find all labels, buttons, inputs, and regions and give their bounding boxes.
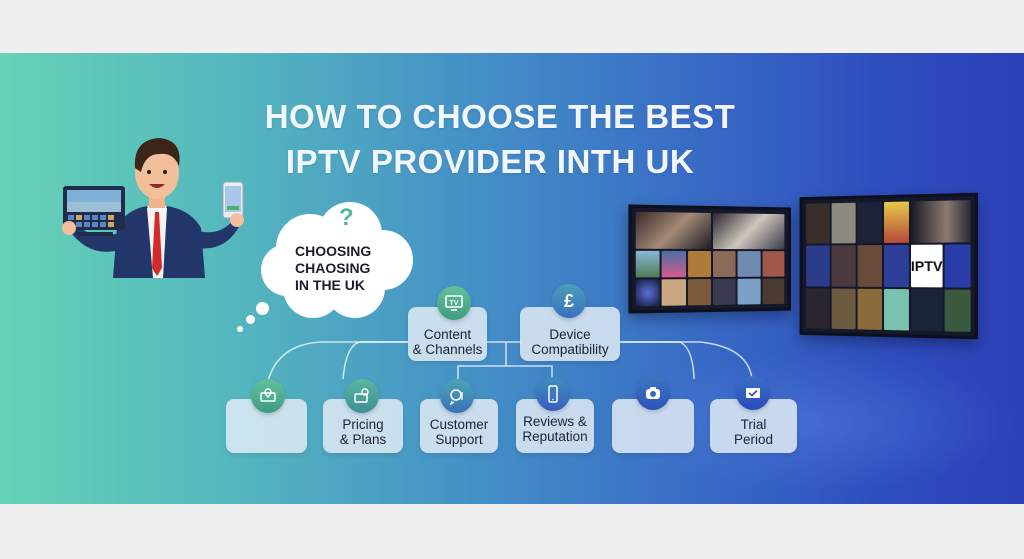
envelope-check-icon <box>736 376 770 410</box>
thought-bubble: ? CHOOSING CHAOSING IN THE UK <box>255 198 420 323</box>
bubble-line: CHOOSING <box>295 243 372 259</box>
card-label: Device <box>549 327 591 342</box>
svg-text:TV: TV <box>450 300 459 307</box>
card-label: Reputation <box>522 429 588 444</box>
support-chat-icon <box>440 379 474 413</box>
banner: HOW TO CHOOSE THE BEST IPTV PROVIDER INT… <box>0 53 1024 504</box>
card-label: Content <box>423 327 472 342</box>
bubble-line: IN THE UK <box>295 277 365 293</box>
banner-title-line1: HOW TO CHOOSE THE BEST <box>264 98 736 135</box>
smartphone-icon <box>536 377 570 411</box>
camera-icon <box>636 376 670 410</box>
banner-title-line2: IPTV PROVIDER INTH UK <box>285 143 695 180</box>
card-label: Period <box>733 432 774 447</box>
card-label: & Channels <box>412 342 483 357</box>
bubble-dot <box>237 326 243 332</box>
tv-icon: TV <box>437 286 471 320</box>
pound-glyph: £ <box>563 290 574 311</box>
bubble-line: CHAOSING <box>295 260 371 276</box>
pound-icon: £ <box>552 284 586 318</box>
location-device-icon <box>251 379 285 413</box>
question-mark-icon: ? <box>339 204 354 231</box>
card-label: Support <box>435 432 483 447</box>
card-label: Pricing <box>342 417 384 432</box>
tv-search-icon <box>345 379 379 413</box>
card-label: & Plans <box>339 432 387 447</box>
card-label: Compatibility <box>531 342 609 357</box>
card-content-channels[interactable]: Content & Channels <box>408 307 487 361</box>
bubble-text: CHOOSING CHAOSING IN THE UK <box>295 243 405 294</box>
tree-connectors <box>267 341 753 382</box>
card-customer-support[interactable]: Customer Support <box>420 399 498 453</box>
card-pricing-plans[interactable]: Pricing & Plans <box>323 399 403 453</box>
card-label: Customer <box>429 417 489 432</box>
card-label: Trial <box>740 417 767 432</box>
bubble-dot <box>256 302 269 315</box>
card-label: Reviews & <box>523 414 587 429</box>
bubble-dot <box>246 315 255 324</box>
man-illustration <box>62 138 244 278</box>
